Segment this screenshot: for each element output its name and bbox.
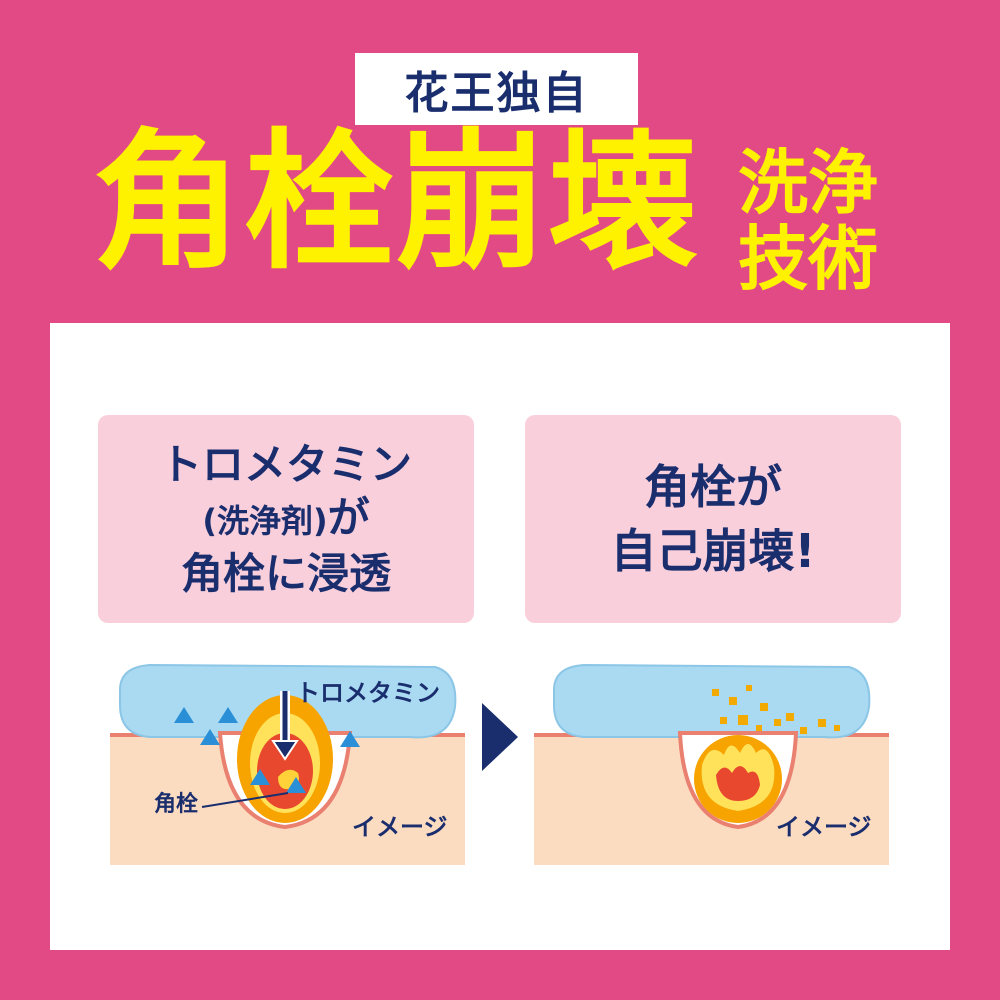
image-label-left: イメージ <box>352 813 448 841</box>
plug-fragments <box>712 685 840 734</box>
step-1-box: トロメタミン (洗浄剤)が 角栓に浸透 <box>98 415 474 623</box>
blue-triangle-icon <box>174 707 194 723</box>
collapse-diagram: イメージ <box>534 663 889 865</box>
blue-triangle-icon <box>218 707 238 723</box>
step-2-line-2: 自己崩壊! <box>610 524 816 578</box>
blue-triangle-icon <box>250 769 270 785</box>
image-label-right: イメージ <box>776 813 872 841</box>
plug-pointer-line <box>201 792 289 808</box>
right-triangle-arrow-icon <box>482 703 518 771</box>
sub-line-2: 技術 <box>738 218 878 300</box>
brand-badge: 花王独自 <box>355 53 638 125</box>
step-1-line-2: (洗浄剤)が <box>202 493 369 546</box>
step-1-line-1: トロメタミン <box>159 439 412 489</box>
step-1-particle: が <box>327 492 370 542</box>
plug-label: 角栓 <box>154 791 198 817</box>
step-1-line-3: 角栓に浸透 <box>180 548 391 598</box>
blue-triangle-icon <box>286 777 306 793</box>
plug-core <box>716 766 760 801</box>
explanation-panel: トロメタミン (洗浄剤)が 角栓に浸透 角栓が 自己崩壊! トロメタミン 角栓 … <box>50 323 950 950</box>
blue-triangle-icon <box>340 731 360 747</box>
badge-text: 花王独自 <box>404 68 589 119</box>
blue-triangle-icon <box>200 729 220 745</box>
step-2-box: 角栓が 自己崩壊! <box>525 415 901 623</box>
penetration-diagram: トロメタミン 角栓 イメージ <box>110 663 465 865</box>
step-1-paren: (洗浄剤) <box>202 501 328 540</box>
step-2-line-1: 角栓が <box>644 460 782 514</box>
sub-line-1: 洗浄 <box>738 142 878 224</box>
headline: 角栓崩壊 <box>92 116 701 290</box>
headline-sub: 洗浄 技術 <box>738 145 918 297</box>
liquid-label: トロメタミン <box>296 679 440 707</box>
